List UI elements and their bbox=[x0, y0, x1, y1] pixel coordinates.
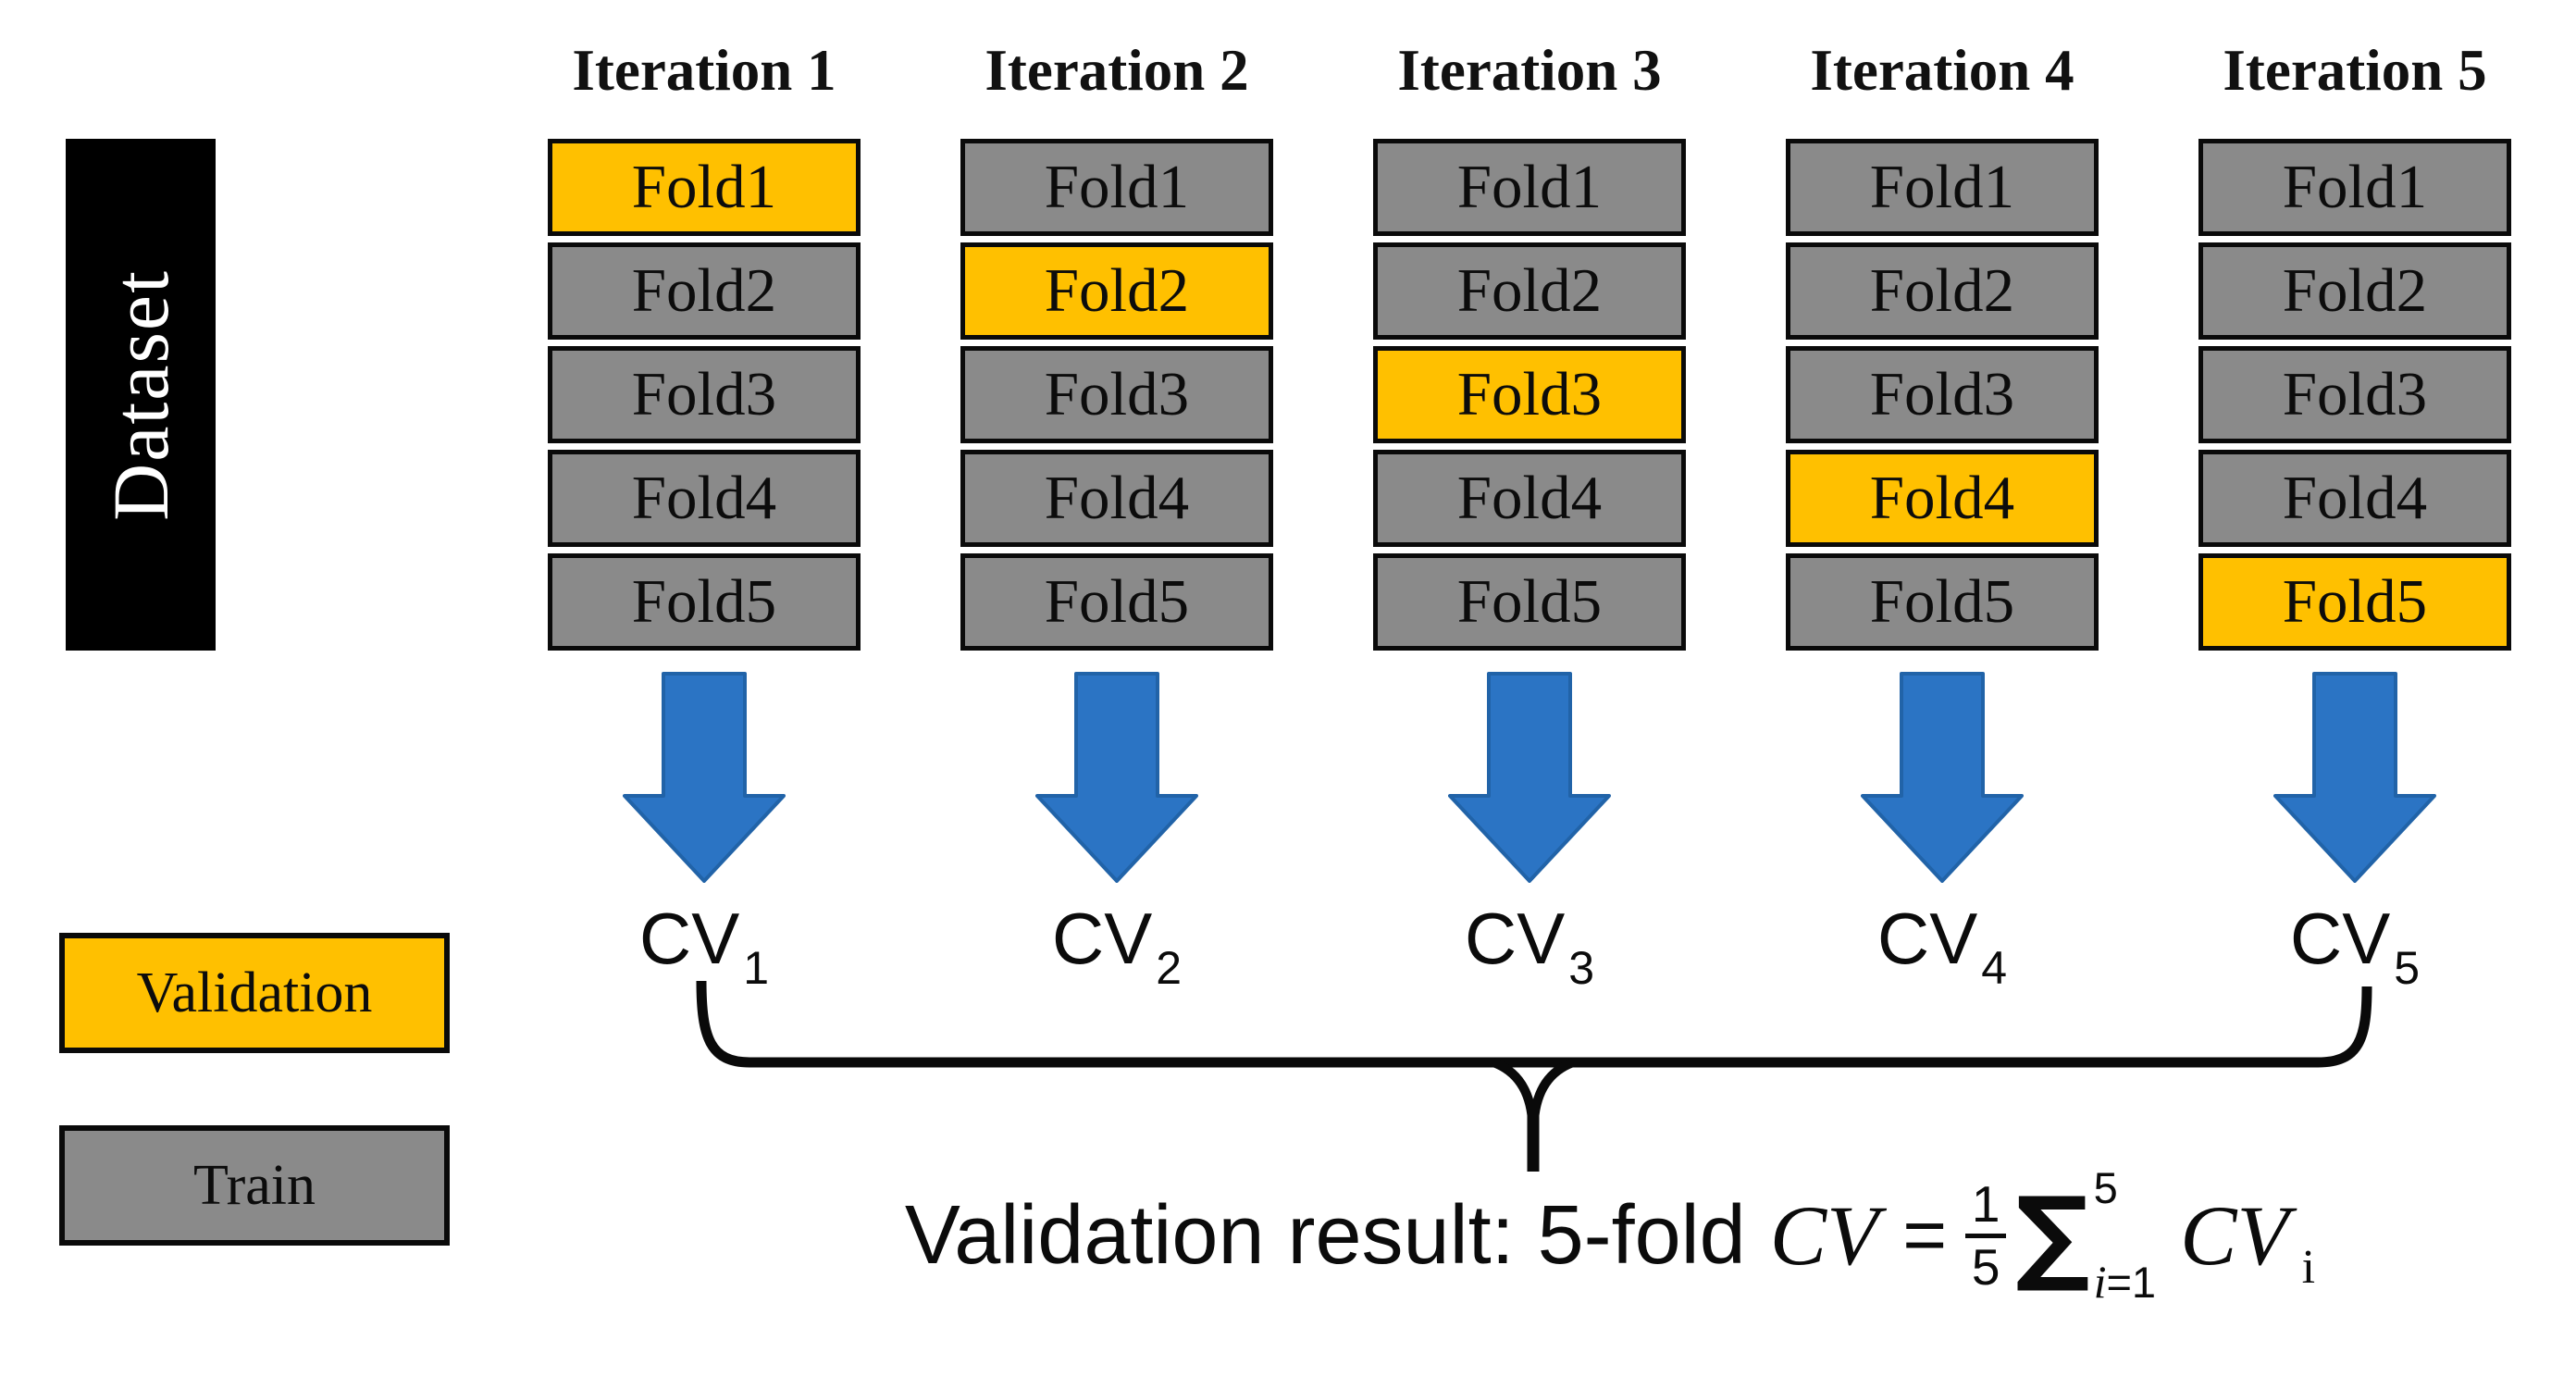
down-arrow-icon bbox=[1035, 672, 1198, 883]
cv-label: CV3 bbox=[1372, 898, 1687, 993]
fold-label: Fold4 bbox=[631, 464, 777, 532]
fold-cell: Fold2 bbox=[960, 242, 1273, 340]
formula-prefix: Validation result: 5-fold bbox=[904, 1188, 1746, 1282]
fold-cell: Fold3 bbox=[2198, 346, 2511, 443]
dataset-box: Dataset bbox=[66, 139, 216, 651]
cv-base: CV bbox=[1876, 898, 1978, 979]
fold-cell: Fold5 bbox=[2198, 553, 2511, 651]
fold-cell: Fold4 bbox=[1786, 450, 2099, 547]
fold-cell: Fold5 bbox=[1786, 553, 2099, 651]
cv-base: CV bbox=[2289, 898, 2391, 979]
fold-label: Fold1 bbox=[631, 153, 777, 221]
fold-cell: Fold3 bbox=[1373, 346, 1686, 443]
fraction-denominator: 5 bbox=[1971, 1237, 2000, 1296]
fraction-bar bbox=[1965, 1233, 2007, 1238]
fold-label: Fold3 bbox=[1456, 360, 1603, 428]
cv-subscript: 3 bbox=[1568, 942, 1595, 994]
fold-label: Fold3 bbox=[1044, 360, 1190, 428]
cv-base: CV bbox=[1051, 898, 1153, 979]
fold-label: Fold5 bbox=[1869, 567, 2015, 636]
fold-label: Fold1 bbox=[1456, 153, 1603, 221]
iteration-header: Iteration 1 bbox=[572, 38, 836, 103]
cv-label: CV1 bbox=[547, 898, 861, 993]
formula-cv: CV bbox=[1769, 1188, 1879, 1283]
fold-cell: Fold4 bbox=[1373, 450, 1686, 547]
fold-label: Fold5 bbox=[631, 567, 777, 636]
cv-subscript: 1 bbox=[743, 942, 770, 994]
down-arrow-icon bbox=[1448, 672, 1611, 883]
fold-label: Fold4 bbox=[1869, 464, 2015, 532]
cv-base: CV bbox=[638, 898, 740, 979]
sigma-superscript: 5 bbox=[2093, 1163, 2118, 1212]
legend-validation-label: Validation bbox=[136, 961, 373, 1024]
fold-cell: Fold2 bbox=[2198, 242, 2511, 340]
fold-label: Fold1 bbox=[2282, 153, 2428, 221]
formula-equals: = bbox=[1902, 1193, 1948, 1277]
dataset-label: Dataset bbox=[96, 268, 185, 521]
fold-cell: Fold3 bbox=[960, 346, 1273, 443]
cv-label: CV5 bbox=[2198, 898, 2512, 993]
fold-cell: Fold3 bbox=[1786, 346, 2099, 443]
formula: Validation result: 5-fold CV = 1 5 ∑ 5 i… bbox=[796, 1157, 2424, 1314]
legend-train-label: Train bbox=[192, 1153, 316, 1217]
fold-label: Fold1 bbox=[1044, 153, 1190, 221]
fold-label: Fold2 bbox=[1044, 256, 1190, 325]
fold-cell: Fold1 bbox=[960, 139, 1273, 236]
sigma-scripts: 5 i=1 bbox=[2094, 1166, 2157, 1305]
fold-label: Fold4 bbox=[2282, 464, 2428, 532]
fold-label: Fold2 bbox=[2282, 256, 2428, 325]
iteration-header: Iteration 5 bbox=[2223, 38, 2487, 103]
fold-cell: Fold4 bbox=[2198, 450, 2511, 547]
fold-cell: Fold2 bbox=[548, 242, 861, 340]
cv-base: CV bbox=[1464, 898, 1566, 979]
fold-label: Fold3 bbox=[1869, 360, 2015, 428]
fold-label: Fold4 bbox=[1456, 464, 1603, 532]
down-arrow-icon bbox=[623, 672, 786, 883]
fold-label: Fold3 bbox=[631, 360, 777, 428]
cv-subscript: 2 bbox=[1156, 942, 1183, 994]
fraction: 1 5 bbox=[1965, 1174, 2007, 1296]
formula-term-subscript: i bbox=[2301, 1240, 2316, 1294]
iteration-header: Iteration 4 bbox=[1810, 38, 2074, 103]
fold-cell: Fold5 bbox=[960, 553, 1273, 651]
fold-label: Fold5 bbox=[1456, 567, 1603, 636]
cv-label: CV4 bbox=[1785, 898, 2099, 993]
down-arrow-icon bbox=[2273, 672, 2436, 883]
down-arrow-icon bbox=[1861, 672, 2024, 883]
fold-cell: Fold5 bbox=[548, 553, 861, 651]
fold-cell: Fold1 bbox=[1786, 139, 2099, 236]
sigma-subscript: i=1 bbox=[2093, 1256, 2157, 1308]
fold-label: Fold2 bbox=[1869, 256, 2015, 325]
cv-subscript: 4 bbox=[1981, 942, 2008, 994]
legend-train-box: Train bbox=[59, 1125, 450, 1246]
fraction-numerator: 1 bbox=[1971, 1174, 2000, 1233]
iteration-header: Iteration 3 bbox=[1397, 38, 1662, 103]
fold-cell: Fold5 bbox=[1373, 553, 1686, 651]
formula-term: CV bbox=[2180, 1188, 2289, 1283]
fold-cell: Fold1 bbox=[548, 139, 861, 236]
fold-label: Fold3 bbox=[2282, 360, 2428, 428]
fold-label: Fold2 bbox=[1456, 256, 1603, 325]
fold-label: Fold2 bbox=[631, 256, 777, 325]
iteration-header: Iteration 2 bbox=[985, 38, 1249, 103]
sigma-block: ∑ 5 i=1 bbox=[2015, 1166, 2156, 1305]
legend-validation-box: Validation bbox=[59, 933, 450, 1053]
fold-cell: Fold4 bbox=[960, 450, 1273, 547]
fold-cell: Fold4 bbox=[548, 450, 861, 547]
fold-cell: Fold3 bbox=[548, 346, 861, 443]
fold-cell: Fold2 bbox=[1373, 242, 1686, 340]
fold-label: Fold4 bbox=[1044, 464, 1190, 532]
fold-label: Fold1 bbox=[1869, 153, 2015, 221]
fold-cell: Fold2 bbox=[1786, 242, 2099, 340]
cv-label: CV2 bbox=[960, 898, 1274, 993]
fold-label: Fold5 bbox=[2282, 567, 2428, 636]
sigma-icon: ∑ bbox=[2015, 1174, 2090, 1296]
fold-cell: Fold1 bbox=[2198, 139, 2511, 236]
fold-cell: Fold1 bbox=[1373, 139, 1686, 236]
cv-subscript: 5 bbox=[2394, 942, 2421, 994]
fold-label: Fold5 bbox=[1044, 567, 1190, 636]
